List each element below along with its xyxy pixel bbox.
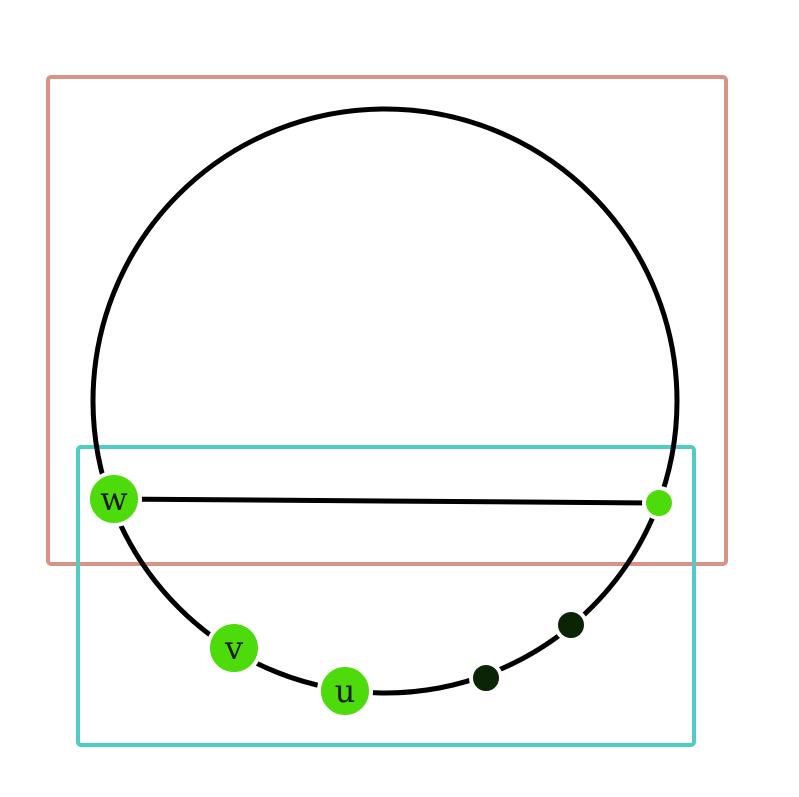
- outer-frame: [46, 75, 728, 566]
- node-p2-marker: [554, 608, 588, 642]
- node-w: w: [86, 471, 142, 527]
- node-u-label: u: [335, 672, 356, 710]
- node-p1-marker: [469, 661, 503, 695]
- node-v-marker: [206, 620, 262, 676]
- node-v: v: [206, 620, 262, 676]
- node-p3-marker: [642, 486, 676, 520]
- node-u-marker: [317, 663, 373, 719]
- node-u: u: [317, 663, 373, 719]
- edge-w-p3: [113, 496, 660, 506]
- inner-frame: [76, 445, 696, 747]
- node-w-label: w: [100, 480, 127, 518]
- node-v-label: v: [224, 629, 243, 667]
- main-circle: [90, 106, 680, 696]
- node-w-marker: [86, 471, 142, 527]
